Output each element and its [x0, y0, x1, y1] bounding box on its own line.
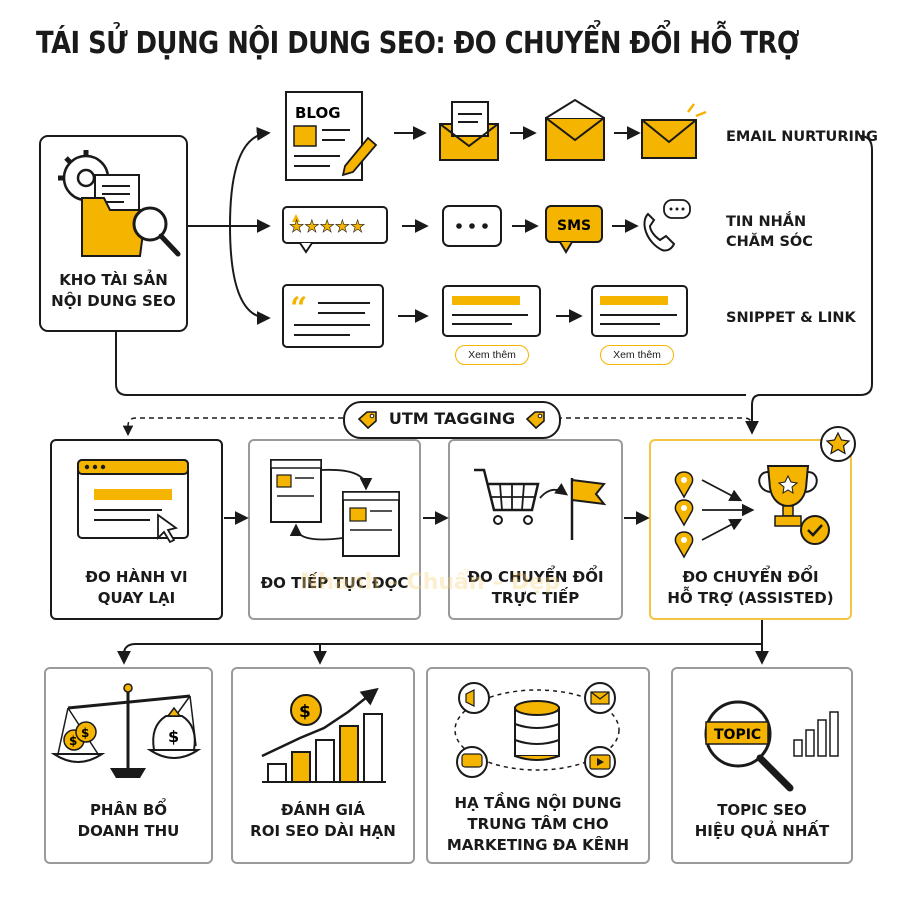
sms-icon: SMS [545, 205, 603, 254]
svg-text:$: $ [81, 726, 89, 740]
phone-icon [643, 199, 691, 252]
chat-dots-icon [442, 205, 502, 247]
quote-snippet-icon: “ [282, 284, 384, 348]
measure-label-return: ĐO HÀNH VI QUAY LẠI [85, 568, 188, 607]
outcome-label-revenue: PHÂN BỔ DOANH THU [77, 801, 180, 840]
utm-label: UTM TAGGING [388, 409, 516, 428]
measure-label-assisted: ĐO CHUYỂN ĐỔI HỖ TRỢ (ASSISTED) [667, 568, 834, 607]
quote-mark: “ [290, 291, 307, 326]
star-badge-icon [820, 426, 856, 462]
envelope-letter-icon [545, 98, 605, 161]
sms-text: SMS [557, 218, 591, 234]
watermark: Nhanh – Chuẩn – Đẹp [300, 570, 560, 595]
envelope-open-icon [439, 101, 499, 161]
topic-search-icon: TOPIC [704, 700, 839, 792]
envelope-icon [641, 103, 707, 159]
blog-text: BLOG [295, 104, 341, 122]
outcome-label-roi: ĐÁNH GIÁ ROI SEO DÀI HẠN [250, 801, 396, 840]
scale-icon: $ $ $ [50, 683, 202, 778]
channel-snippet-label: SNIPPET & LINK [726, 310, 856, 326]
page-title: TÁI SỬ DỤNG NỘI DUNG SEO: ĐO CHUYỂN ĐỔI … [36, 26, 799, 61]
link-preview-icon [591, 285, 688, 337]
topic-text: TOPIC [714, 727, 761, 743]
svg-text:$: $ [69, 734, 77, 748]
outcome-label-topic: TOPIC SEO HIỆU QUẢ NHẤT [694, 801, 830, 840]
pages-flow-icon [270, 459, 400, 557]
database-hub-icon [454, 682, 620, 778]
blog-document-icon: BLOG [285, 91, 378, 181]
tag-icon [525, 411, 545, 430]
link-preview-icon [442, 285, 541, 337]
measure-label-direct: ĐO CHUYỂN ĐỔI TRỰC TIẾP [467, 568, 604, 607]
growth-chart-icon: $ [261, 687, 386, 783]
channel-email-label: EMAIL NURTURING [726, 129, 878, 145]
svg-text:$: $ [299, 702, 311, 722]
outcome-box-infra [426, 667, 650, 864]
outcome-label-infra: HẠ TẦNG NỘI DUNG TRUNG TÂM CHO MARKETING… [446, 794, 630, 854]
review-stars-icon: ★★★★★ [282, 206, 388, 254]
measure-label-continue: ĐO TIẾP TỤC ĐỌC [260, 574, 409, 592]
svg-text:★★★★★: ★★★★★ [289, 217, 365, 237]
channel-sms-label: TIN NHẮN CHĂM SÓC [726, 214, 813, 250]
read-more-link[interactable]: Xem thêm [455, 345, 529, 365]
tag-icon [357, 411, 377, 430]
magnifier-icon [132, 206, 181, 257]
read-more-link[interactable]: Xem thêm [600, 345, 674, 365]
svg-text:$: $ [168, 727, 179, 746]
assisted-trophy-icon [674, 465, 830, 559]
source-label: KHO TÀI SẢN NỘI DUNG SEO [51, 271, 176, 310]
cart-flag-icon [474, 468, 607, 540]
utm-tagging-badge: UTM TAGGING [343, 401, 561, 439]
browser-cursor-icon [77, 459, 189, 544]
